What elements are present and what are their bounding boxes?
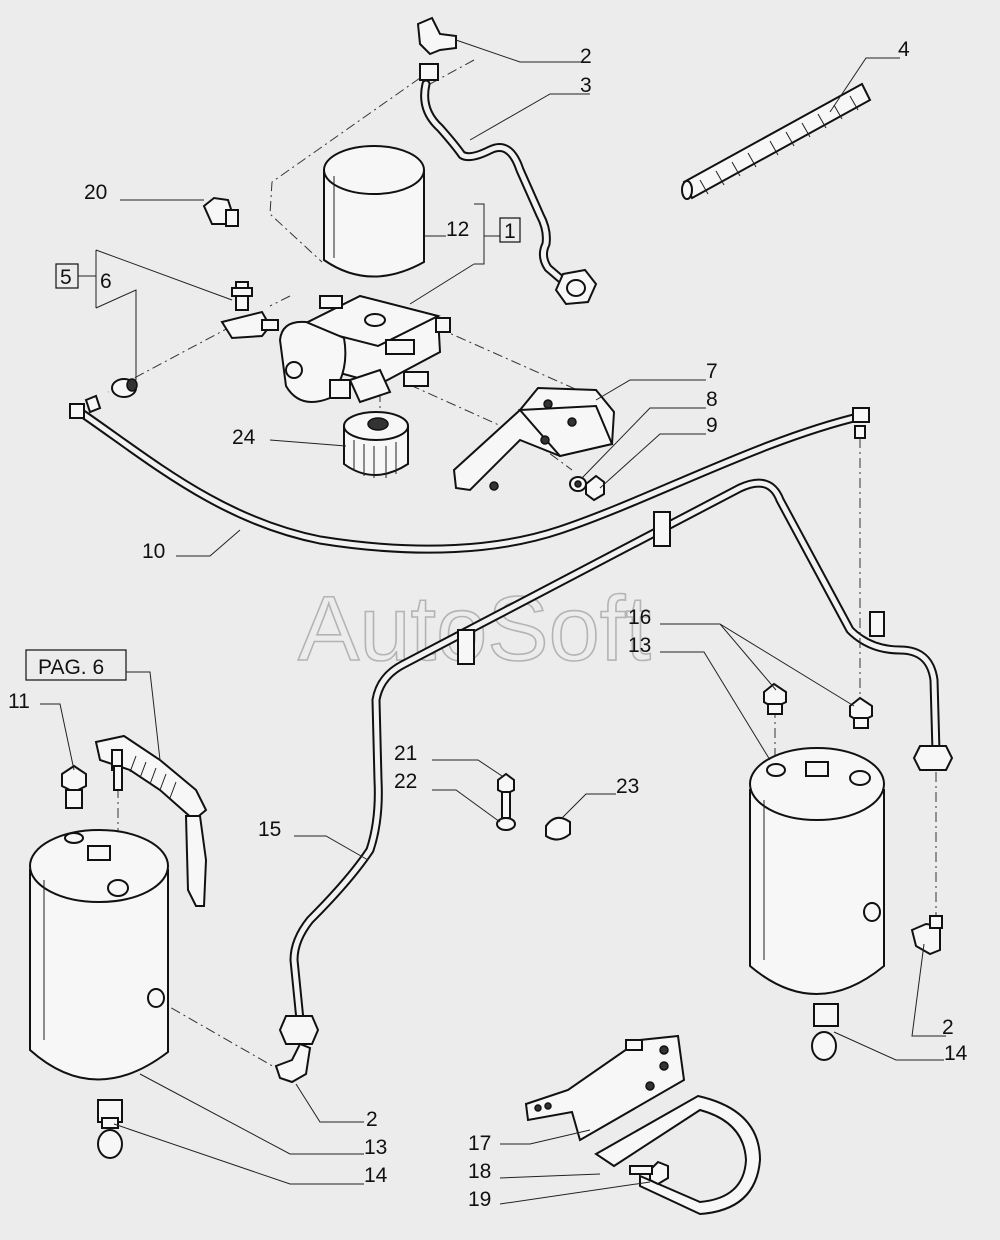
callout-2-right: 2: [911, 943, 954, 1039]
callout-2-lower: 2: [295, 1083, 378, 1131]
svg-text:3: 3: [580, 74, 592, 97]
callout-23: 23: [561, 775, 639, 819]
callout-page-ref: PAG. 6: [25, 649, 161, 761]
svg-text:17: 17: [468, 1132, 491, 1155]
plug-11: [61, 764, 87, 809]
page-reference: PAG. 6: [38, 656, 104, 679]
svg-text:2: 2: [366, 1108, 378, 1131]
bolt-21: [497, 772, 515, 819]
svg-text:23: 23: [616, 775, 639, 798]
threaded-rod-4: [681, 82, 872, 200]
callout-15: 15: [258, 818, 369, 861]
svg-text:2: 2: [942, 1016, 954, 1039]
svg-text:4: 4: [898, 38, 910, 61]
svg-text:2: 2: [580, 45, 592, 68]
elbow-fitting-top: [416, 16, 457, 81]
callout-21: 21: [394, 742, 503, 777]
svg-text:7: 7: [706, 360, 718, 383]
drain-valve-left: [97, 1099, 123, 1159]
svg-text:6: 6: [100, 270, 112, 293]
callout-12-1: 12 1: [409, 203, 521, 305]
svg-text:14: 14: [944, 1042, 968, 1065]
callout-22: 22: [394, 770, 501, 823]
silencer-24: [343, 411, 409, 478]
svg-text:21: 21: [394, 742, 417, 765]
strap-18: [594, 1094, 762, 1216]
svg-text:20: 20: [84, 181, 107, 204]
svg-text:19: 19: [468, 1188, 491, 1211]
callout-3: 3: [469, 74, 592, 141]
bracket-7: [452, 386, 616, 492]
svg-text:12: 12: [446, 218, 469, 241]
washer-22: [496, 817, 516, 831]
washer-8: [569, 476, 587, 492]
callout-14-left: 14: [113, 1123, 388, 1187]
svg-text:8: 8: [706, 388, 718, 411]
drain-valve-right: [811, 1003, 839, 1061]
callout-14-right: 14: [833, 1031, 968, 1065]
svg-text:13: 13: [628, 634, 651, 657]
callout-24: 24: [232, 426, 347, 449]
svg-text:15: 15: [258, 818, 281, 841]
callout-8: 8: [581, 388, 718, 479]
kit-number-1: 1: [504, 220, 516, 243]
callout-2-top: 2: [455, 39, 592, 68]
callout-16-13-right: 16 13: [628, 606, 855, 761]
right-air-tank: [749, 747, 885, 995]
callout-18: 18: [468, 1160, 601, 1183]
plug-16-right: [849, 696, 873, 729]
callout-7: 7: [595, 360, 718, 401]
callout-11: 11: [8, 690, 75, 771]
air-dryer-cartridge: [323, 145, 425, 278]
left-air-tank: [29, 829, 169, 1081]
elbow-fitting-right: [910, 915, 943, 956]
callout-5-6: 5 6: [55, 249, 233, 380]
callout-20: 20: [84, 181, 204, 204]
fitting-6: [84, 378, 138, 414]
pipe-3: [420, 79, 598, 306]
callout-13-left: 13: [139, 1073, 387, 1159]
bolt-19: [629, 1160, 669, 1186]
unloader-valve-body: [278, 294, 451, 404]
bracket-17: [524, 1034, 686, 1142]
callout-4: 4: [829, 38, 910, 113]
svg-text:13: 13: [364, 1136, 387, 1159]
callout-9: 9: [599, 414, 718, 489]
svg-text:22: 22: [394, 770, 417, 793]
svg-text:14: 14: [364, 1164, 388, 1187]
plug-23: [545, 816, 571, 841]
svg-text:11: 11: [8, 690, 30, 713]
pipe-15: [278, 478, 954, 1045]
callout-17: 17: [468, 1129, 591, 1155]
kit-number-5: 5: [60, 266, 72, 289]
callout-19: 19: [468, 1181, 651, 1211]
plug-20: [202, 196, 239, 227]
svg-text:16: 16: [628, 606, 651, 629]
nut-9: [585, 474, 605, 502]
pressure-sensor-harness: [94, 734, 208, 907]
callout-10: 10: [142, 529, 241, 563]
svg-text:10: 10: [142, 540, 165, 563]
plug-16-left: [763, 682, 787, 715]
svg-text:24: 24: [232, 426, 256, 449]
elbow-fitting-lower: [274, 1042, 312, 1084]
svg-text:9: 9: [706, 414, 718, 437]
svg-text:18: 18: [468, 1160, 491, 1183]
tee-fitting: [220, 281, 279, 340]
